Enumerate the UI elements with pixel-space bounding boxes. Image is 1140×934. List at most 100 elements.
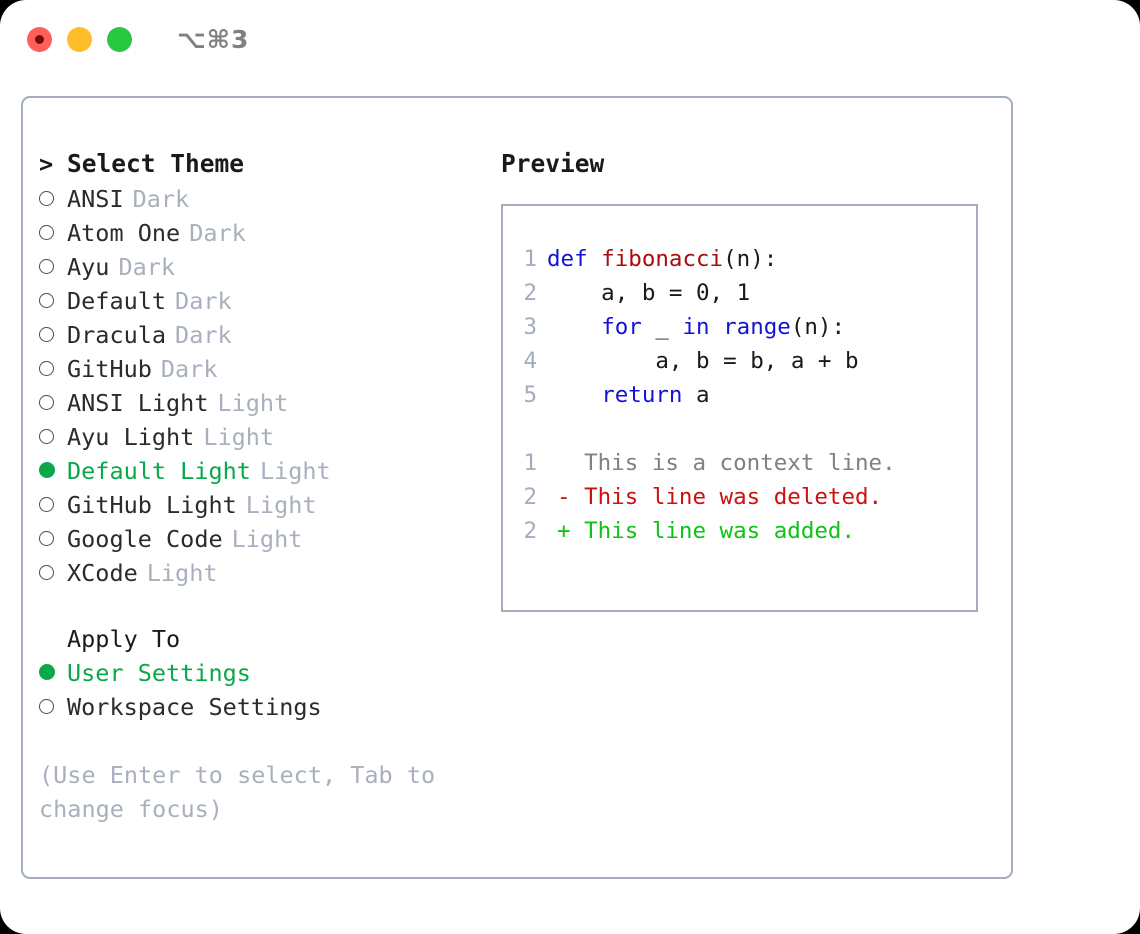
theme-kind-label: Dark: [175, 321, 232, 349]
code-line: 3 for _ in range(n):: [513, 310, 968, 344]
theme-kind-label: Dark: [160, 355, 218, 383]
code-token: return: [601, 382, 683, 408]
theme-name-label: Atom One: [67, 219, 181, 247]
radio-unselected-icon[interactable]: [39, 386, 67, 420]
radio-bullet-shape: [39, 191, 54, 206]
theme-list-item[interactable]: ANSI Light Light: [39, 386, 469, 420]
theme-list-item[interactable]: ANSI Dark: [39, 182, 469, 216]
diff-line: 2- This line was deleted.: [513, 480, 968, 514]
apply-to-option[interactable]: User Settings: [39, 656, 469, 690]
theme-name-label: GitHub: [67, 355, 152, 383]
code-line-text: def fibonacci(n):: [547, 242, 777, 276]
theme-list-item[interactable]: XCode Light: [39, 556, 469, 590]
radio-bullet-shape: [39, 225, 54, 240]
apply-to-heading: Apply To: [67, 625, 181, 653]
theme-kind-label: Light: [203, 423, 275, 451]
prompt-caret-icon: >: [39, 150, 54, 178]
theme-kind-label: Dark: [132, 185, 190, 213]
code-line-number: 4: [523, 348, 537, 374]
radio-bullet-shape: [39, 462, 55, 478]
theme-list-item[interactable]: Dracula Dark: [39, 318, 469, 352]
radio-unselected-icon[interactable]: [39, 352, 67, 386]
theme-name-label: ANSI: [67, 185, 124, 213]
diff-sample: 1 This is a context line.2- This line wa…: [513, 446, 968, 548]
code-token: in: [682, 314, 710, 340]
radio-bullet-shape: [39, 565, 54, 580]
keyboard-shortcut-label: ⌥⌘3: [177, 24, 250, 54]
theme-kind-label: Dark: [175, 287, 232, 315]
window-controls: [27, 26, 132, 52]
maximize-button-icon[interactable]: [107, 26, 132, 52]
radio-unselected-icon[interactable]: [39, 284, 67, 318]
theme-name-label: Default: [67, 287, 167, 315]
select-theme-heading: > Select Theme: [39, 146, 469, 182]
radio-bullet-shape: [39, 664, 55, 680]
radio-unselected-icon[interactable]: [39, 182, 67, 216]
diff-sign: +: [557, 518, 571, 544]
radio-unselected-icon[interactable]: [39, 488, 67, 522]
theme-kind-label: Light: [217, 389, 289, 417]
theme-name-label: Ayu: [67, 253, 110, 281]
diff-line-text: This is a context line.: [570, 450, 896, 476]
diff-sign: [547, 446, 571, 480]
code-token: (n):: [723, 246, 778, 272]
code-token: range: [723, 314, 791, 340]
theme-name-label: Dracula: [67, 321, 167, 349]
keyboard-hint-text: (Use Enter to select, Tab to change focu…: [39, 761, 436, 823]
theme-list-item[interactable]: GitHub Dark: [39, 352, 469, 386]
code-line-text: for _ in range(n):: [547, 310, 845, 344]
radio-unselected-icon[interactable]: [39, 216, 67, 250]
code-token: a: [682, 382, 710, 408]
radio-unselected-icon[interactable]: [39, 420, 67, 454]
radio-unselected-icon[interactable]: [39, 318, 67, 352]
theme-list-item[interactable]: Default Dark: [39, 284, 469, 318]
radio-bullet-shape: [39, 327, 54, 342]
code-token: a, b = 0, 1: [547, 280, 751, 306]
code-spacer: [513, 412, 968, 446]
code-line-number: 5: [523, 382, 537, 408]
radio-bullet-shape: [39, 395, 54, 410]
code-token: [547, 382, 601, 408]
code-line-text: return a: [547, 378, 710, 412]
apply-to-option[interactable]: Workspace Settings: [39, 690, 469, 724]
radio-unselected-icon[interactable]: [39, 556, 67, 590]
diff-line-number: 2: [523, 484, 537, 510]
radio-unselected-icon[interactable]: [39, 250, 67, 284]
radio-bullet-shape: [39, 497, 54, 512]
code-line-number: 3: [523, 314, 537, 340]
close-button-icon[interactable]: [27, 26, 52, 52]
theme-name-label: XCode: [67, 559, 138, 587]
theme-name-label: ANSI Light: [67, 389, 209, 417]
title-bar: ⌥⌘3: [0, 0, 1140, 78]
code-token: _: [641, 314, 683, 340]
code-token: [547, 314, 601, 340]
code-line: 5 return a: [513, 378, 968, 412]
minimize-button-icon[interactable]: [67, 26, 92, 52]
radio-selected-icon[interactable]: [39, 454, 67, 488]
theme-kind-label: Light: [146, 559, 218, 587]
code-token: (n):: [790, 314, 846, 340]
code-token: [710, 314, 724, 340]
diff-line: 2+ This line was added.: [513, 514, 968, 548]
radio-unselected-icon[interactable]: [39, 522, 67, 556]
theme-name-label: Default Light: [67, 457, 251, 485]
radio-unselected-icon[interactable]: [39, 690, 67, 724]
code-token: fibonacci: [601, 246, 724, 272]
radio-selected-icon[interactable]: [39, 656, 67, 690]
apply-to-option-label: Workspace Settings: [67, 693, 322, 721]
radio-bullet-shape: [39, 429, 54, 444]
